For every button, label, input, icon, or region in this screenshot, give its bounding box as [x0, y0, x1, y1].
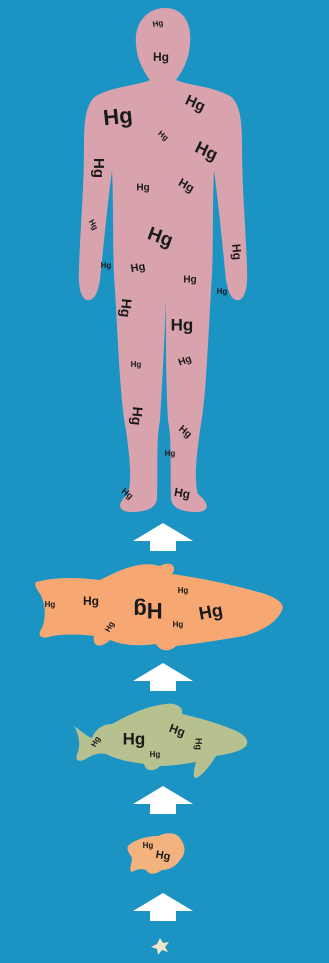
mercury-label: Hg [173, 620, 184, 629]
mercury-label: Hg [123, 729, 146, 748]
arrow-up-4 [133, 893, 193, 921]
mercury-label: Hg [90, 158, 107, 178]
mercury-label: Hg [165, 449, 176, 458]
mercury-label: Hg [45, 600, 56, 609]
mercury-label: Hg [129, 406, 147, 426]
arrow-up-1 [133, 523, 193, 551]
mercury-label: Hg [183, 275, 196, 286]
mercury-label: Hg [143, 841, 154, 850]
mercury-label: Hg [155, 849, 172, 863]
mercury-label: Hg [194, 738, 204, 750]
mercury-label: Hg [102, 102, 134, 130]
plankton [151, 938, 169, 955]
mercury-label: Hg [130, 261, 147, 275]
mercury-label: Hg [101, 261, 112, 270]
mercury-label: Hg [133, 598, 162, 623]
arrow-up-2 [133, 663, 193, 691]
mercury-label: Hg [118, 298, 136, 318]
mercury-label: Hg [173, 485, 191, 502]
mercury-label: Hg [178, 586, 189, 595]
plankton-shape [151, 938, 169, 955]
mercury-label: Hg [217, 287, 228, 296]
mercury-label: Hg [136, 183, 149, 194]
mercury-label: Hg [153, 50, 169, 64]
mercury-label: Hg [150, 750, 161, 759]
mercury-label: Hg [197, 600, 224, 624]
mercury-label: Hg [83, 594, 99, 608]
mercury-label: Hg [152, 18, 164, 29]
human-silhouette [79, 8, 247, 512]
mercury-label: Hg [171, 315, 194, 334]
mercury-label: Hg [229, 243, 244, 260]
arrow-up-3 [133, 786, 193, 814]
mercury-label: Hg [131, 360, 142, 369]
